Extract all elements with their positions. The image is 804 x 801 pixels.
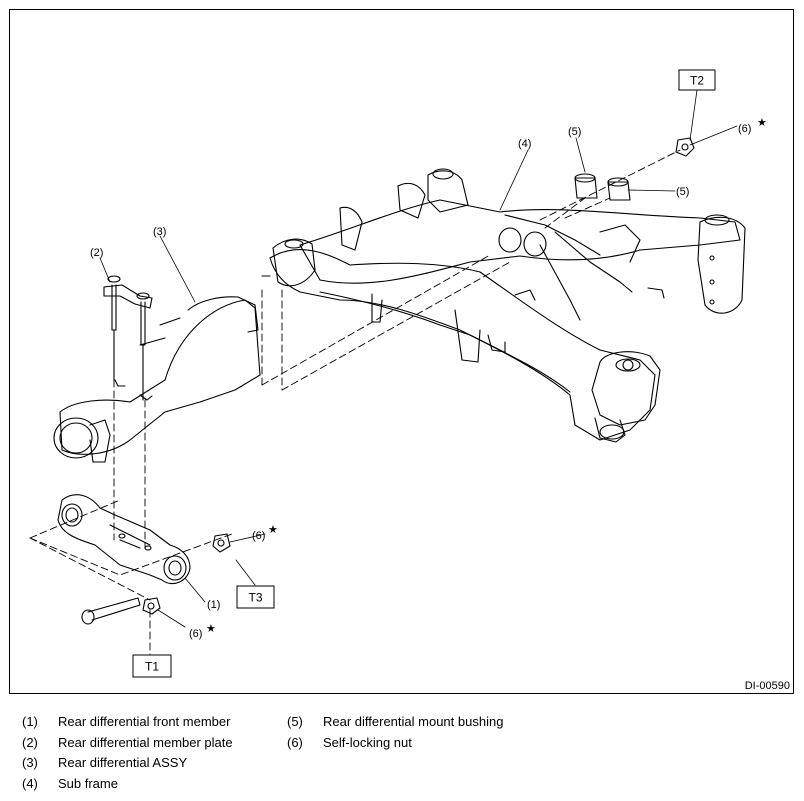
- legend-text: Rear differential front member: [58, 714, 231, 729]
- legend-item: (3) Rear differential ASSY: [22, 753, 233, 774]
- legend-text: Rear differential ASSY: [58, 755, 188, 771]
- rear-differential-assy-drawing: [53, 296, 261, 463]
- assembly-lines: [29, 149, 681, 656]
- legend-right-column: (5) Rear differential mount bushing (6) …: [287, 712, 503, 753]
- torque-label-t3: T3: [248, 591, 262, 605]
- legend-text: Rear differential member plate: [58, 734, 233, 750]
- member-plate-drawing: [103, 275, 153, 401]
- torque-label-t2: T2: [690, 74, 704, 88]
- legend-number: (5): [287, 714, 303, 729]
- legend-item: (6) Self-locking nut: [287, 733, 503, 754]
- legend-item: (1) Rear differential front member: [22, 712, 233, 733]
- star-icon: ★: [206, 623, 216, 635]
- callout-1: (1): [207, 599, 220, 611]
- figure-id: DI-00590: [744, 680, 790, 692]
- bolt-drawing: [81, 597, 141, 625]
- callout-4: (4): [518, 138, 531, 150]
- callout-6-middle: (6): [252, 530, 265, 542]
- legend-item: (2) Rear differential member plate: [22, 733, 233, 754]
- legend-number: (6): [287, 734, 303, 750]
- callout-3: (3): [153, 226, 166, 238]
- sub-frame-drawing: [261, 168, 746, 443]
- callout-6-lower: (6): [189, 628, 202, 640]
- legend-text: Sub frame: [58, 776, 118, 792]
- legend-left-column: (1) Rear differential front member (2) R…: [22, 712, 233, 795]
- legend-text: Rear differential mount bushing: [323, 714, 504, 729]
- torque-box-t3: T3: [236, 585, 275, 609]
- star-icon: ★: [757, 117, 767, 129]
- front-member-drawing: [57, 494, 191, 585]
- legend-item: (5) Rear differential mount bushing: [287, 712, 503, 733]
- callout-6-upper: (6): [738, 123, 751, 135]
- callout-2: (2): [90, 247, 103, 259]
- star-icon: ★: [268, 524, 278, 536]
- torque-label-t1: T1: [145, 660, 159, 674]
- legend-item: (4) Sub frame: [22, 774, 233, 795]
- legend-number: (4): [22, 776, 38, 792]
- legend-number: (2): [22, 734, 38, 750]
- callout-5-upper: (5): [568, 126, 581, 138]
- torque-box-t2: T2: [678, 69, 716, 91]
- torque-box-t1: T1: [132, 654, 172, 678]
- mount-bushings-drawing: [574, 173, 631, 201]
- callout-leaders: [99, 89, 738, 628]
- self-locking-nuts-drawing: [142, 137, 695, 615]
- legend-number: (1): [22, 714, 38, 729]
- figure-frame: [9, 9, 794, 694]
- legend-number: (3): [22, 755, 38, 771]
- legend-text: Self-locking nut: [323, 734, 412, 750]
- callout-5-lower: (5): [676, 186, 689, 198]
